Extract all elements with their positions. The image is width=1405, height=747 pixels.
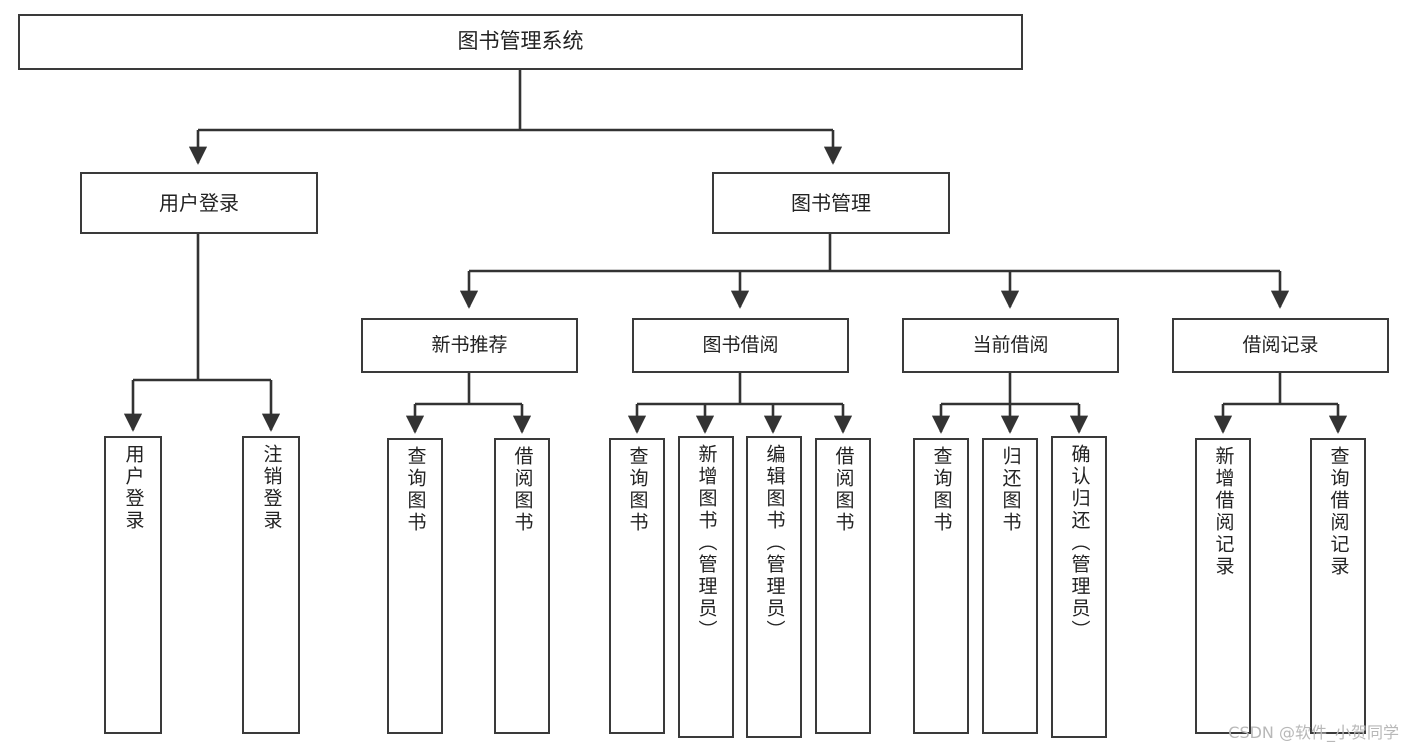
leaf-query-book-current[interactable]: 查询图书 [913, 438, 969, 734]
node-user-login[interactable]: 用户登录 [80, 172, 318, 234]
leaf-confirm-return-admin[interactable]: 确认归还（管理员） [1051, 436, 1107, 738]
node-current-borrow[interactable]: 当前借阅 [902, 318, 1119, 373]
node-label: 图书管理 [791, 190, 871, 215]
node-label: 新书推荐 [431, 333, 508, 356]
node-label: 查询图书 [930, 446, 953, 534]
leaf-query-borrow-record[interactable]: 查询借阅记录 [1310, 438, 1366, 734]
node-label: 编辑图书（管理员） [763, 444, 786, 642]
node-borrow-record[interactable]: 借阅记录 [1172, 318, 1389, 373]
leaf-user-login[interactable]: 用户登录 [104, 436, 162, 734]
edges-userlogin-to-leaves [123, 234, 281, 432]
node-label: 当前借阅 [972, 333, 1049, 356]
node-label: 查询图书 [404, 446, 427, 534]
node-label: 注销登录 [260, 444, 283, 532]
leaf-query-book-newbook[interactable]: 查询图书 [387, 438, 443, 734]
node-book-borrow[interactable]: 图书借阅 [632, 318, 849, 373]
leaf-edit-book-admin[interactable]: 编辑图书（管理员） [746, 436, 802, 738]
edges-root-to-level1 [188, 70, 843, 165]
edges-bookborrow-to-leaves [627, 373, 853, 434]
leaf-add-book-admin[interactable]: 新增图书（管理员） [678, 436, 734, 738]
node-label: 用户登录 [159, 190, 239, 215]
node-label: 图书管理系统 [457, 29, 584, 54]
node-book-management-system[interactable]: 图书管理系统 [18, 14, 1023, 70]
node-book-management[interactable]: 图书管理 [712, 172, 950, 234]
node-label: 新增借阅记录 [1212, 446, 1235, 578]
node-label: 查询图书 [626, 446, 649, 534]
node-label: 新增图书（管理员） [695, 444, 718, 642]
leaf-add-borrow-record[interactable]: 新增借阅记录 [1195, 438, 1251, 734]
node-label: 借阅图书 [511, 446, 534, 534]
node-label: 图书借阅 [702, 333, 779, 356]
node-label: 用户登录 [122, 444, 145, 532]
edges-borrowrecord-to-leaves [1213, 373, 1348, 434]
node-label: 借阅图书 [832, 446, 855, 534]
leaf-borrow-book-borrow[interactable]: 借阅图书 [815, 438, 871, 734]
node-label: 借阅记录 [1242, 333, 1319, 356]
leaf-borrow-book-newbook[interactable]: 借阅图书 [494, 438, 550, 734]
node-new-book-recommend[interactable]: 新书推荐 [361, 318, 578, 373]
edges-bookmanage-to-level2 [459, 234, 1290, 309]
leaf-query-book-borrow[interactable]: 查询图书 [609, 438, 665, 734]
node-label: 查询借阅记录 [1327, 446, 1350, 578]
edges-newbook-to-leaves [405, 373, 532, 434]
leaf-return-book[interactable]: 归还图书 [982, 438, 1038, 734]
node-label: 确认归还（管理员） [1068, 444, 1091, 642]
node-label: 归还图书 [999, 446, 1022, 534]
edges-currentborrow-to-leaves [931, 373, 1089, 434]
leaf-logout-login[interactable]: 注销登录 [242, 436, 300, 734]
